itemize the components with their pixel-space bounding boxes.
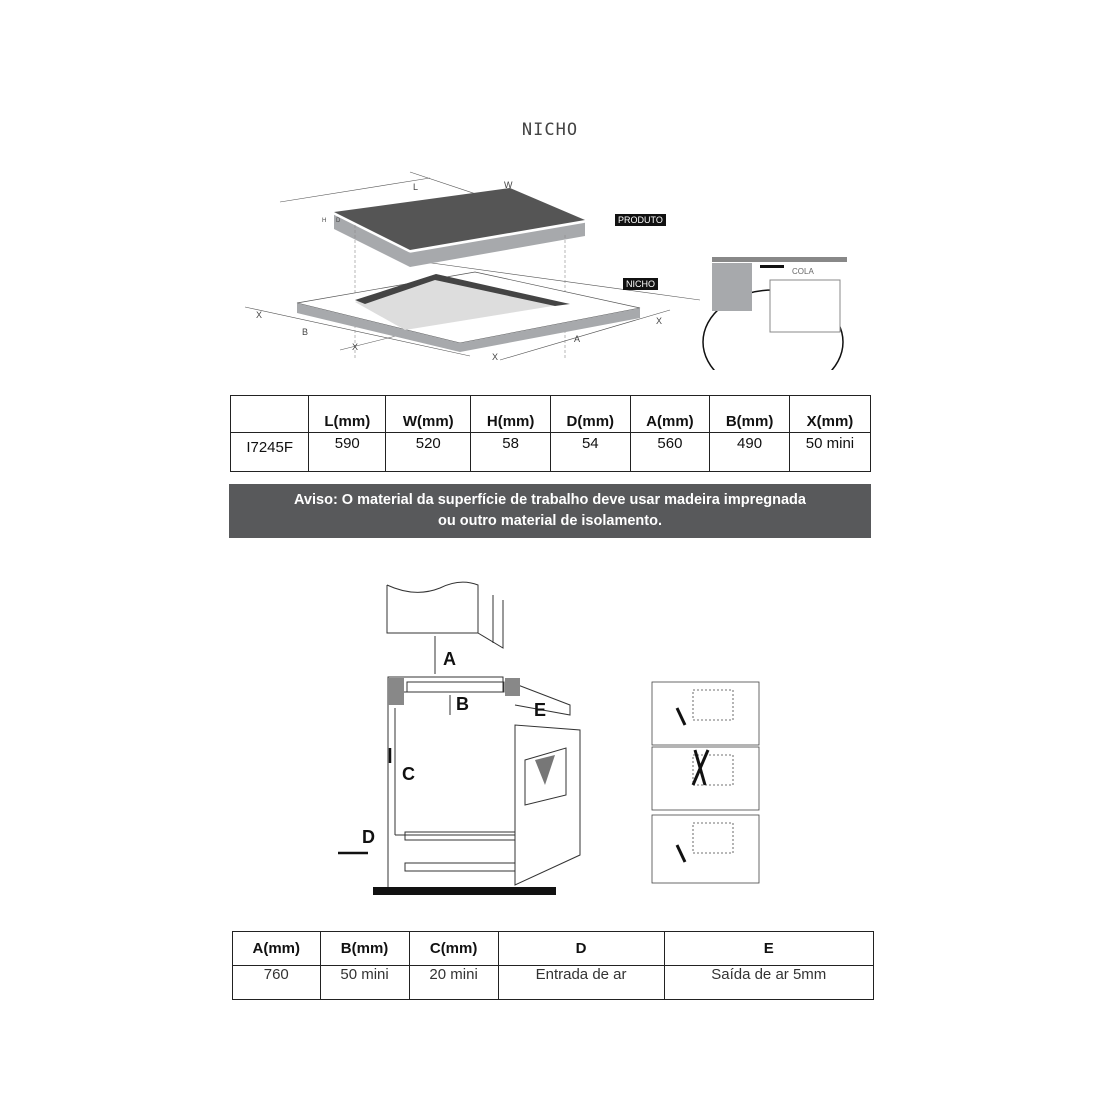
table-cell: 50 mini [319,965,410,1000]
table-cell: Entrada de ar [497,965,665,1000]
table-header-cell: B(mm) [709,395,790,433]
table-cell: 760 [232,965,321,1000]
table-cell: 54 [549,432,631,472]
table-cell: 590 [308,432,387,472]
table-header-cell: D [497,931,665,966]
table-cell: Saída de ar 5mm [663,965,874,1000]
table-cell: 560 [629,432,711,472]
ventilation-diagram: A B C D E [338,581,760,895]
svg-text:COLA: COLA [792,267,814,276]
svg-text:X: X [352,342,358,352]
svg-text:H: H [322,218,326,224]
table-cell: 490 [709,432,790,472]
table-header-cell: A(mm) [232,931,321,966]
dimension-labels: L W H D B A X X X X [256,180,662,362]
table-header-cell: W(mm) [385,395,472,433]
label-d: D [362,827,375,847]
table-header-cell: L(mm) [308,395,387,433]
table-cell: 520 [385,432,472,472]
svg-text:B: B [302,327,308,337]
dimensions-table: L(mm)W(mm)H(mm)D(mm)A(mm)B(mm)X(mm) I724… [229,395,872,472]
label-c: C [402,764,415,784]
table-header-cell: X(mm) [788,395,872,433]
page-title: NICHO [521,120,579,140]
table-header-cell: H(mm) [470,395,551,433]
label-a: A [443,649,456,669]
svg-text:W: W [504,180,513,190]
table-header-cell: B(mm) [319,931,410,966]
label-b: B [456,694,469,714]
svg-text:X: X [256,310,262,320]
svg-text:A: A [574,334,580,344]
niche-diagram: L W H D B A X X X X PRODUTO NICHO COLA [244,171,847,370]
label-e: E [534,700,546,720]
table-cell: 58 [470,432,551,472]
table-header-cell: A(mm) [629,395,711,433]
table-header-cell [229,395,310,433]
table-header-cell: C(mm) [408,931,499,966]
nicho-label: NICHO [623,278,658,290]
table-header-cell: D(mm) [549,395,631,433]
table-cell: I7245F [229,432,310,472]
warning-banner: Aviso: O material da superfície de traba… [229,484,871,538]
table-header-row: L(mm)W(mm)H(mm)D(mm)A(mm)B(mm)X(mm) [229,395,872,433]
svg-text:X: X [492,352,498,362]
svg-text:D: D [336,218,341,224]
table-cell: 50 mini [788,432,872,472]
table-cell: 20 mini [408,965,499,1000]
table-header-cell: E [663,931,874,966]
detail-circle: COLA [702,257,847,370]
svg-text:X: X [656,316,662,326]
produto-label: PRODUTO [615,214,666,226]
svg-text:L: L [413,182,418,192]
